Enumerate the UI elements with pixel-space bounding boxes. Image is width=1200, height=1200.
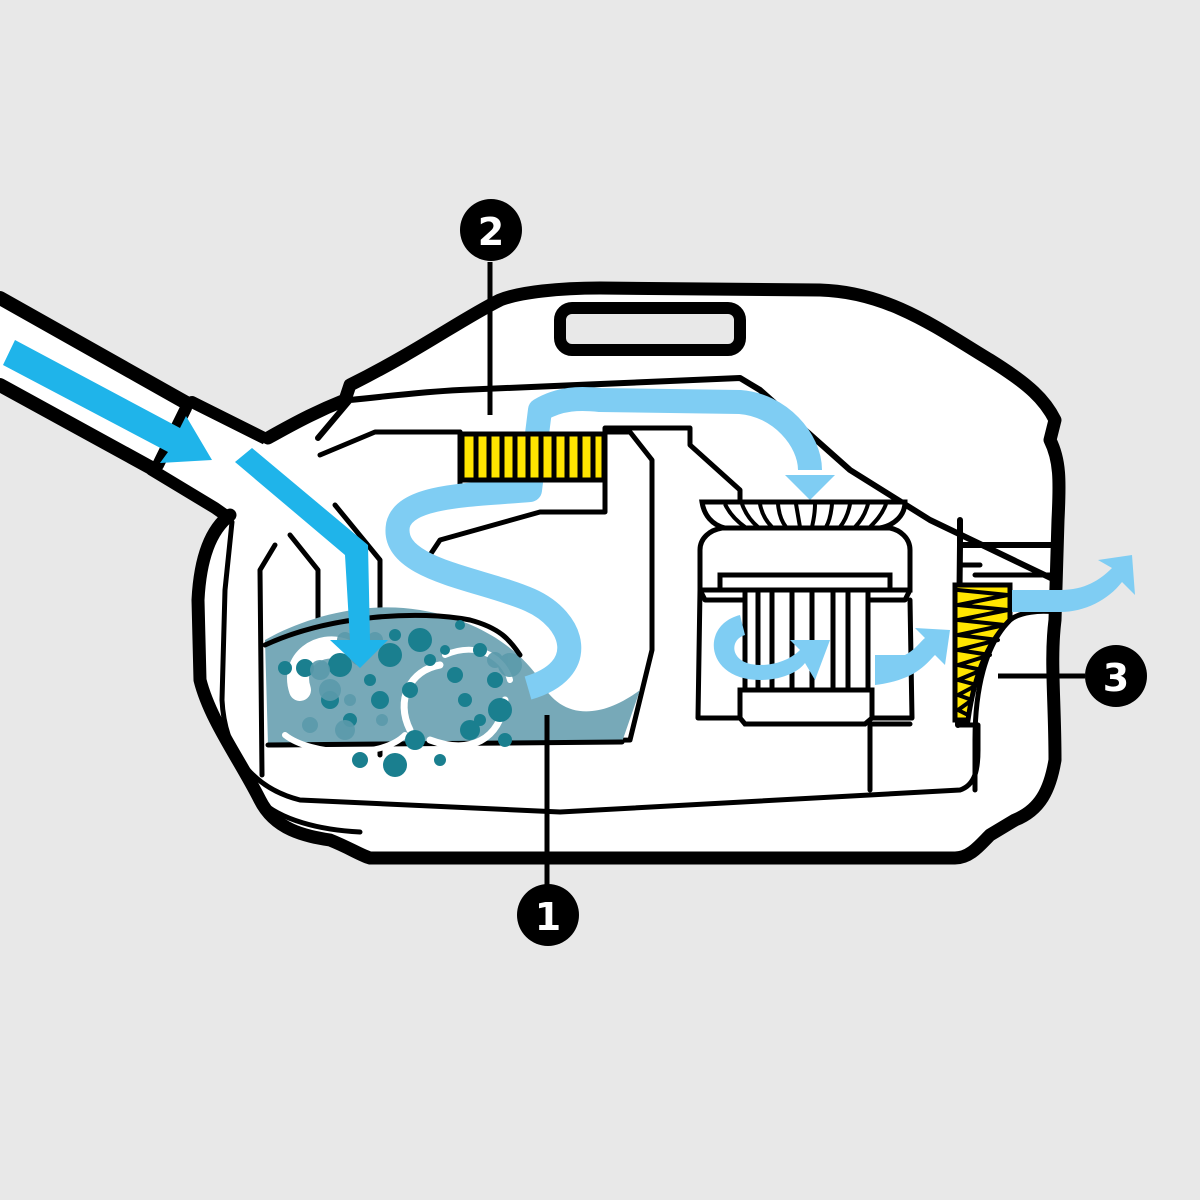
callout-2-label: 2 xyxy=(478,210,504,254)
callout-3-label: 3 xyxy=(1103,656,1129,700)
outlet-arrow xyxy=(1012,555,1135,612)
callout-1-label: 1 xyxy=(535,895,561,939)
water-air-flow xyxy=(385,387,835,700)
callout-badge-1: 1 xyxy=(517,884,579,946)
callout-lines xyxy=(487,262,1085,885)
carry-handle xyxy=(554,302,746,356)
callout-badge-3: 3 xyxy=(1085,645,1147,707)
motor-air-flow xyxy=(713,615,950,685)
exhaust-filter xyxy=(952,582,1058,793)
to-exhaust-arrow xyxy=(875,628,950,685)
callout-badge-2: 2 xyxy=(460,199,522,261)
inlet-arrow-1 xyxy=(3,340,212,463)
dirt-particles xyxy=(278,620,512,777)
clean-air-flow xyxy=(1012,555,1135,612)
dirty-air-flow xyxy=(3,340,388,668)
motor-swirl-arrow xyxy=(713,615,830,680)
inlet-arrow-2 xyxy=(235,448,388,668)
intermediate-filter xyxy=(459,431,607,483)
